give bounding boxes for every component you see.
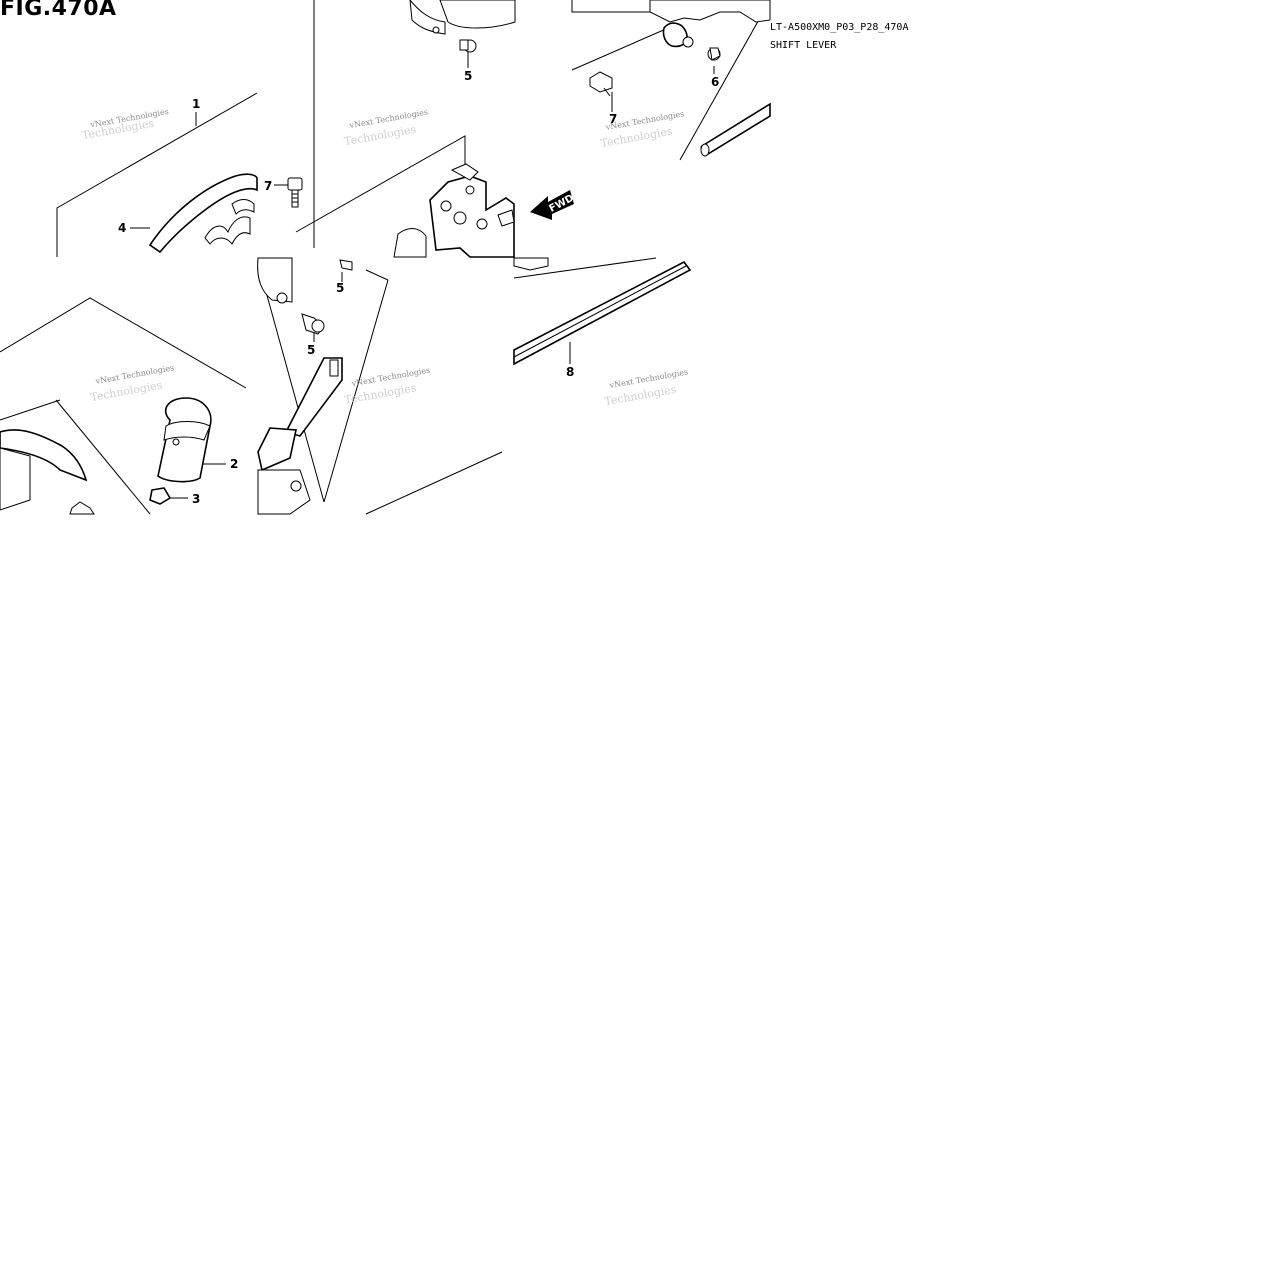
bolt-5-top [459, 39, 477, 53]
watermarks: Technologies vNext Technologies Technolo… [81, 107, 689, 408]
callout-6[interactable]: 6 [711, 75, 719, 89]
figure-title: FIG.470A [0, 0, 117, 21]
quadrant-top-middle: FWD [274, 0, 576, 258]
bolt-7-right [589, 71, 613, 112]
callout-5-bottom[interactable]: 5 [307, 343, 315, 357]
shift-knob [157, 397, 212, 483]
bolt-5-bottom [301, 313, 325, 335]
shift-shaft-arm [649, 0, 771, 23]
callout-7-left[interactable]: 7 [264, 179, 272, 193]
figure-name: SHIFT LEVER [770, 40, 837, 51]
lever-cover-lower [0, 429, 88, 482]
quadrant-bottom-middle [257, 257, 503, 515]
bolt-7-top [287, 177, 303, 208]
quadrant-top-left [56, 92, 258, 257]
callout-7-right[interactable]: 7 [609, 112, 617, 126]
lever-cover [148, 173, 258, 254]
quadrant-top-right [571, 0, 771, 161]
callout-5-top[interactable]: 5 [464, 69, 472, 83]
quadrant-bottom-right [513, 257, 692, 366]
callout-1[interactable]: 1 [192, 97, 200, 111]
callout-3[interactable]: 3 [192, 492, 200, 506]
callout-8[interactable]: 8 [566, 365, 574, 379]
shift-rod [284, 357, 343, 437]
lever-housing [409, 0, 446, 35]
callout-4[interactable]: 4 [118, 221, 126, 235]
callouts: 1 2 3 4 5 5 5 6 7 7 8 [118, 69, 719, 506]
callout-5-middle[interactable]: 5 [336, 281, 344, 295]
quadrant-bottom-left [0, 297, 247, 515]
forward-direction-arrow: FWD [530, 190, 576, 220]
figure-code: LT-A500XM0_P03_P28_470A [770, 22, 909, 33]
callout-2[interactable]: 2 [230, 457, 238, 471]
